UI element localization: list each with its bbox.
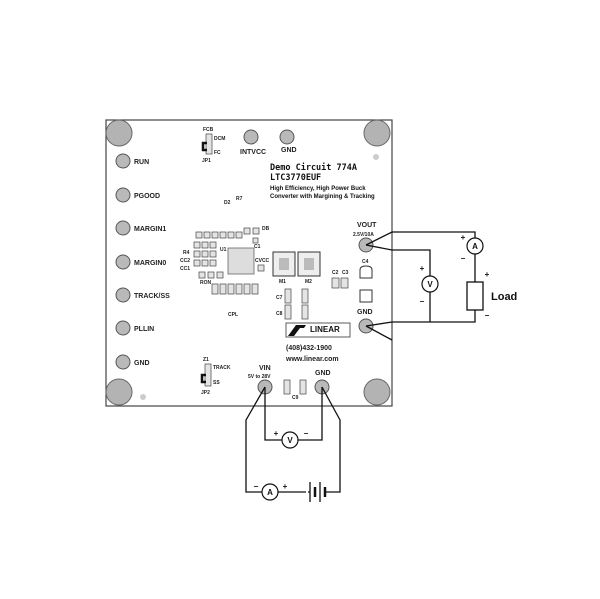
svg-text:+: +	[420, 264, 425, 273]
svg-text:JP2: JP2	[201, 390, 210, 396]
svg-text:RUN: RUN	[134, 159, 149, 166]
vout-rating: 2.5V/10A	[353, 232, 374, 238]
output-ammeter: A + −	[461, 233, 484, 263]
vin-range: 5V to 28V	[248, 374, 271, 380]
output-voltmeter: V + −	[420, 264, 439, 306]
jumper-jp1[interactable]: FCB DCM FC JP1	[201, 127, 225, 164]
svg-text:CC1: CC1	[180, 266, 190, 272]
svg-text:C8: C8	[276, 311, 283, 317]
svg-text:M2: M2	[305, 279, 312, 285]
svg-text:CVCC: CVCC	[255, 258, 270, 264]
svg-text:MARGIN0: MARGIN0	[134, 260, 166, 267]
svg-text:−: −	[485, 311, 490, 320]
turret-pgood[interactable]: PGOOD	[115, 187, 160, 203]
svg-text:R4: R4	[183, 250, 190, 256]
website: www.linear.com	[285, 356, 339, 363]
svg-text:V: V	[427, 280, 433, 289]
svg-text:C1: C1	[254, 244, 261, 250]
svg-text:+: +	[461, 233, 466, 242]
mounting-holes	[105, 119, 391, 406]
input-voltmeter: V + −	[274, 429, 309, 449]
svg-text:TRACK/SS: TRACK/SS	[134, 293, 170, 300]
input-wiring	[245, 386, 341, 493]
svg-text:JP1: JP1	[202, 158, 211, 164]
vout-label: VOUT	[357, 222, 377, 229]
svg-text:−: −	[304, 429, 309, 438]
capacitor-c4: C4	[359, 259, 373, 303]
svg-text:LINEAR: LINEAR	[310, 325, 340, 334]
mosfet-m1: M1	[272, 251, 296, 285]
left-turrets: RUN PGOOD MARGIN1 MARGIN0 TRACK/SS PLLIN…	[115, 153, 170, 370]
turret-intvcc[interactable]: INTVCC	[240, 129, 266, 156]
svg-text:PLLIN: PLLIN	[134, 326, 154, 333]
vin-gnd-label: GND	[315, 370, 331, 377]
input-ammeter: A − +	[254, 482, 288, 501]
turret-margin0[interactable]: MARGIN0	[115, 254, 166, 270]
svg-text:+: +	[283, 482, 288, 491]
svg-text:C2: C2	[332, 270, 339, 276]
capacitor-c9: C9	[283, 379, 307, 401]
linear-logo: LINEAR	[285, 322, 351, 338]
svg-text:C9: C9	[292, 395, 299, 401]
svg-text:D2: D2	[224, 200, 231, 206]
svg-text:MARGIN1: MARGIN1	[134, 226, 166, 233]
svg-text:C4: C4	[362, 259, 369, 265]
vin-label: VIN	[259, 365, 271, 372]
output-wiring	[365, 231, 476, 341]
turret-run[interactable]: RUN	[115, 153, 149, 169]
svg-text:GND: GND	[281, 147, 297, 154]
board-part: LTC3770EUF	[270, 173, 321, 183]
board-title: Demo Circuit 774A	[270, 162, 357, 173]
load-resistor: + − Load	[466, 270, 517, 320]
svg-text:M1: M1	[279, 279, 286, 285]
turret-gnd-left[interactable]: GND	[115, 354, 150, 370]
svg-text:FCB: FCB	[203, 127, 214, 133]
svg-text:R7: R7	[236, 196, 243, 202]
svg-text:PGOOD: PGOOD	[134, 193, 160, 200]
svg-text:−: −	[420, 297, 425, 306]
turret-margin1[interactable]: MARGIN1	[115, 220, 166, 236]
u1-chip	[227, 247, 255, 275]
svg-text:DCM: DCM	[214, 136, 225, 142]
svg-text:C3: C3	[342, 270, 349, 276]
jumper-jp2[interactable]: Z1 TRACK SS JP2	[200, 357, 231, 396]
phone: (408)432-1900	[286, 345, 332, 352]
svg-text:CPL: CPL	[228, 312, 238, 318]
svg-text:V: V	[287, 436, 293, 445]
svg-text:GND: GND	[134, 360, 150, 367]
battery-icon	[306, 480, 327, 504]
svg-text:RON: RON	[200, 280, 212, 286]
svg-text:SS: SS	[213, 380, 220, 386]
svg-text:A: A	[472, 242, 478, 251]
turret-track-ss[interactable]: TRACK/SS	[115, 287, 170, 303]
svg-text:+: +	[274, 429, 279, 438]
svg-text:FC: FC	[214, 150, 221, 156]
svg-text:A: A	[267, 488, 273, 497]
svg-text:+: +	[485, 270, 490, 279]
svg-text:U1: U1	[220, 247, 227, 253]
load-label: Load	[491, 291, 517, 303]
board-desc-1: High Efficiency, High Power Buck	[270, 186, 366, 192]
board-desc-2: Converter with Margining & Tracking	[270, 194, 375, 200]
svg-text:−: −	[254, 482, 259, 491]
svg-text:Z1: Z1	[203, 357, 209, 363]
svg-text:TRACK: TRACK	[213, 365, 231, 371]
capacitors-c7-c8: C7 C8	[276, 288, 309, 320]
mosfet-m2: M2	[297, 251, 321, 285]
component-cluster: R4 CC2 CC1 RON U1 R7 D2 DB C1 CVCC CPL	[180, 196, 270, 318]
turret-gnd-top[interactable]: GND	[279, 129, 297, 154]
svg-text:DB: DB	[262, 226, 270, 232]
svg-text:C7: C7	[276, 295, 283, 301]
svg-text:CC2: CC2	[180, 258, 190, 264]
svg-text:−: −	[461, 254, 466, 263]
svg-text:INTVCC: INTVCC	[240, 149, 266, 156]
vout-gnd-label: GND	[357, 309, 373, 316]
turret-pllin[interactable]: PLLIN	[115, 320, 154, 336]
